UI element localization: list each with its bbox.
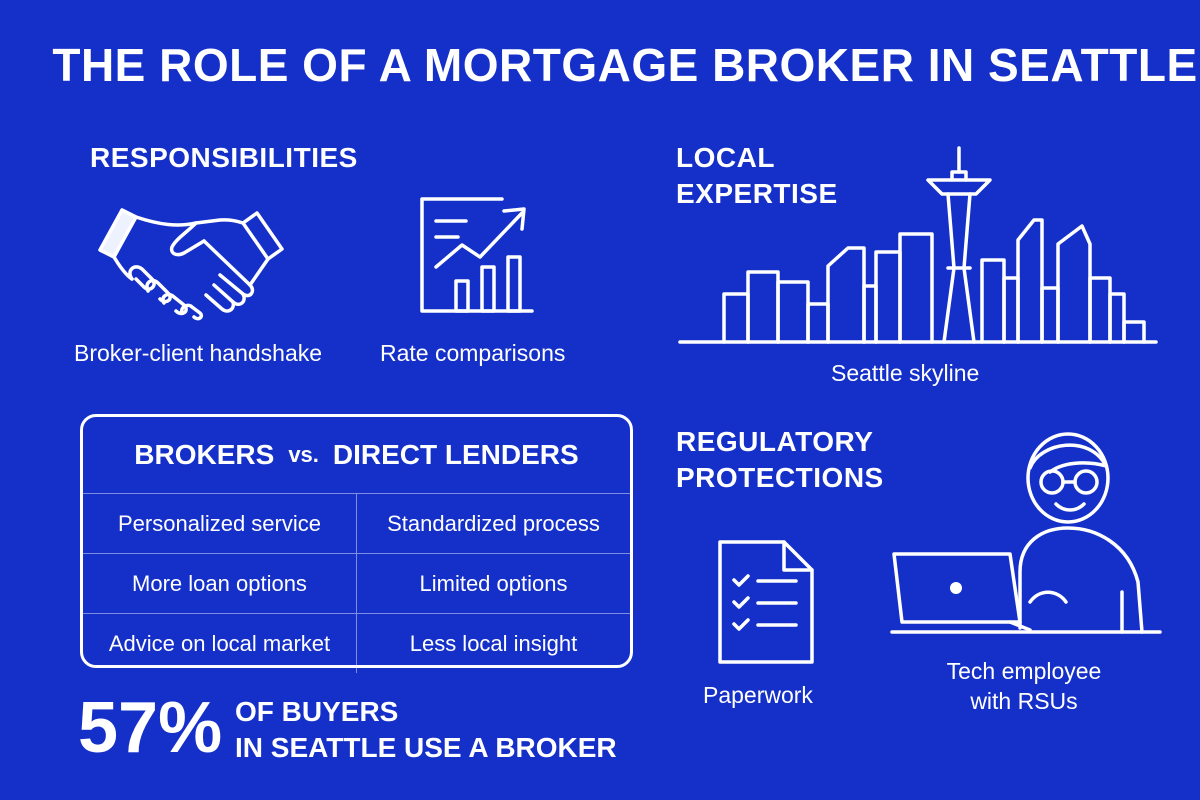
local-expertise-heading-line1: LOCAL [676,142,775,173]
table-header: BROKERS vs. DIRECT LENDERS [83,417,630,493]
broker-cell: Advice on local market [108,630,331,656]
paperwork-caption: Paperwork [703,682,813,708]
broker-cell: More loan options [132,570,307,596]
rate-chart-icon [420,197,534,313]
page-title: THE ROLE OF A MORTGAGE BROKER IN SEATTLE [52,39,1198,91]
responsibilities-heading: RESPONSIBILITIES [90,142,358,173]
local-expertise-heading: LOCAL EXPERTISE [676,140,838,212]
paperwork-icon [718,540,814,664]
stat-number: 57% [78,688,223,768]
table-row: Personalized service Standardized proces… [83,493,630,553]
regulatory-heading-line1: REGULATORY [676,426,874,457]
regulatory-heading: REGULATORY PROTECTIONS [676,424,884,496]
seattle-skyline-icon [678,146,1158,344]
handshake-caption: Broker-client handshake [74,340,323,366]
tech-employee-caption-line1: Tech employee [946,658,1102,684]
stat-text-line2: IN SEATTLE USE A BROKER [235,732,617,763]
table-row: More loan options Limited options [83,553,630,613]
lender-cell: Limited options [356,554,630,613]
table-row: Advice on local market Less local insigh… [83,613,630,673]
brokers-header: BROKERS [134,439,275,470]
stat-text: OF BUYERS IN SEATTLE USE A BROKER [235,694,617,766]
handshake-icon [98,208,284,321]
broker-cell: Personalized service [118,510,321,536]
tech-employee-caption-line2: with RSUs [970,688,1078,714]
direct-lenders-header: DIRECT LENDERS [332,439,579,470]
vs-label: vs. [288,442,319,467]
skyline-caption: Seattle skyline [831,360,980,386]
tech-employee-icon [890,432,1162,634]
stat-text-line1: OF BUYERS [235,696,399,727]
rates-caption: Rate comparisons [380,340,566,366]
local-expertise-heading-line2: EXPERTISE [676,178,838,209]
lender-cell: Standardized process [356,494,630,553]
regulatory-heading-line2: PROTECTIONS [676,462,884,493]
lender-cell: Less local insight [356,614,630,673]
brokers-vs-lenders-table: BROKERS vs. DIRECT LENDERS Personalized … [80,414,633,673]
tech-employee-caption: Tech employee with RSUs [934,656,1114,716]
